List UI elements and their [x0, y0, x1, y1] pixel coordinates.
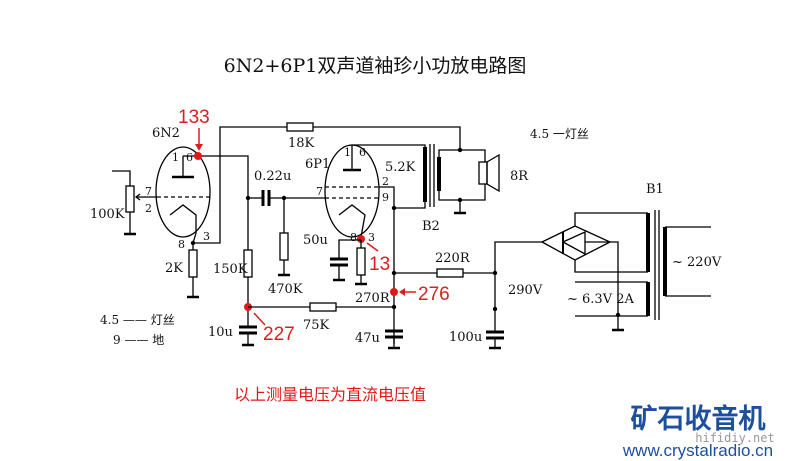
- mains-label: ~ 220V: [672, 255, 722, 270]
- svg-text:矿石收音机: 矿石收音机: [631, 403, 766, 435]
- resistor-270r-label: 270R: [355, 291, 391, 306]
- legend-ground: 9 —— 地: [113, 333, 164, 347]
- resistor-75k-label: 75K: [303, 318, 330, 333]
- volume-potentiometer: 100K: [90, 170, 157, 236]
- cap-50u-label: 50u: [303, 233, 328, 248]
- diagram-title: 6N2+6P1双声道袖珍小功放电路图: [224, 55, 527, 77]
- pin-label: 9: [382, 191, 389, 204]
- pin-label: 1: [344, 146, 351, 159]
- pin-label: 2: [382, 175, 389, 188]
- speaker-icon: 8R: [478, 153, 529, 193]
- capacitor-50u: 50u: [303, 233, 361, 282]
- resistor-150k: 150K: [213, 249, 253, 326]
- tube-label-6p1: 6P1: [305, 157, 330, 172]
- bridge-rectifier: [494, 212, 648, 332]
- capacitor-47u: 47u: [355, 329, 403, 350]
- pin-label: 1: [172, 151, 179, 164]
- capacitor-100u: 100u: [449, 273, 504, 350]
- cap-022u-label: 0.22u: [254, 169, 291, 184]
- b2-label: B2: [422, 219, 440, 234]
- voltage-276: 276: [418, 284, 450, 305]
- tube-label-6n2: 6N2: [152, 126, 180, 141]
- pin-label: 8: [350, 231, 357, 244]
- b1-label: B1: [646, 182, 664, 197]
- pin-label: 3: [203, 230, 210, 243]
- pin-label: 6: [359, 146, 366, 159]
- resistor-470k: 470K: [268, 198, 303, 297]
- pin-label: 7: [316, 185, 323, 198]
- voltage-227: 227: [263, 324, 295, 345]
- power-transformer-b1: B1 ~ 220V ~ 6.3V 2A: [567, 182, 722, 320]
- pin-label: 6: [186, 151, 193, 164]
- cap-47u-label: 47u: [355, 331, 380, 346]
- pin-label: 3: [368, 231, 375, 244]
- cap-10u-label: 10u: [208, 325, 233, 340]
- tube-6n2: 6N2 1 6 7 2 8 3: [145, 126, 211, 251]
- resistor-470k-label: 470K: [268, 282, 303, 297]
- legend-heater: 4.5 —— 灯丝: [100, 313, 175, 327]
- b-plus-voltage: 290V: [508, 283, 543, 298]
- legend-heater-right: 4.5 一灯丝: [530, 127, 589, 141]
- measure-point-276: [390, 288, 398, 296]
- output-transformer-b2: 5.2K B2: [385, 144, 486, 234]
- pin-label: 7: [145, 185, 152, 198]
- resistor-75k: 75K: [248, 302, 394, 333]
- resistor-220r-label: 220R: [435, 251, 471, 266]
- measure-point-13: [357, 235, 365, 243]
- pot-label: 100K: [90, 207, 125, 222]
- voltage-13: 13: [369, 254, 390, 275]
- coupling-capacitor: 0.22u: [245, 169, 325, 206]
- measurement-note: 以上测量电压为直流电压值: [234, 385, 426, 404]
- feedback-resistor-18k: 18K: [193, 122, 461, 244]
- plate-wire: [198, 155, 249, 250]
- tube-6p1: 6P1 1 6 7 2 9 8 3: [305, 144, 426, 344]
- impedance-label: 5.2K: [385, 160, 416, 175]
- site-logo: 矿石收音机 hifidiy.net www.crystalradio.cn: [622, 403, 775, 460]
- resistor-270r: 270R: [355, 240, 391, 306]
- heater-winding-label: ~ 6.3V 2A: [567, 292, 634, 307]
- measure-point-133: [194, 152, 202, 160]
- voltage-133: 133: [178, 107, 210, 128]
- speaker-label: 8R: [510, 169, 529, 184]
- watermark: hifidiy.net: [695, 431, 774, 445]
- pin-label: 8: [178, 238, 185, 251]
- resistor-220r: 220R: [394, 251, 498, 278]
- resistor-18k-label: 18K: [288, 136, 315, 151]
- cap-100u-label: 100u: [449, 330, 482, 345]
- capacitor-10u: 10u: [208, 325, 257, 347]
- pin-label: 2: [145, 202, 152, 215]
- logo-url: www.crystalradio.cn: [622, 441, 773, 460]
- resistor-150k-label: 150K: [213, 262, 248, 277]
- resistor-2k-label: 2K: [165, 261, 183, 276]
